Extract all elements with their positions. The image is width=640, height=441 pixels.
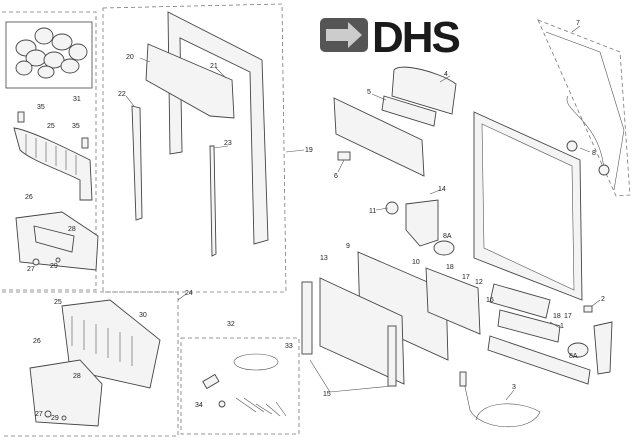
callout: 8: [592, 150, 596, 157]
callout: 13: [320, 255, 328, 262]
group-box-7: [537, 19, 631, 197]
callout: 26: [33, 338, 41, 345]
callout: 28: [73, 373, 81, 380]
fret-part: [13, 111, 93, 201]
callout: 35: [72, 123, 80, 130]
front-glass-part: [319, 277, 405, 385]
callout: 21: [210, 63, 218, 70]
callout: 33: [285, 343, 293, 350]
callout: 24: [185, 290, 193, 297]
callout: 35: [37, 104, 45, 111]
trim-part: [387, 325, 397, 387]
callout: 34: [195, 402, 203, 409]
callout: 15: [323, 391, 331, 398]
callout: 8A: [443, 233, 452, 240]
lamp-part: [433, 240, 455, 256]
switch-part: [337, 151, 351, 161]
callout: 9: [346, 243, 350, 250]
callout: 14: [438, 186, 446, 193]
fan-bracket-part: [381, 95, 437, 127]
callout: 5: [367, 89, 371, 96]
spring-part: [233, 353, 279, 371]
ashpan-part: [29, 359, 103, 427]
fan-part: [391, 66, 457, 115]
callout: 29: [51, 415, 59, 422]
callout: 32: [227, 321, 235, 328]
fret-part: [61, 299, 161, 389]
group-box-frame: [102, 3, 287, 293]
callout: 26: [25, 194, 33, 201]
dhs-logo: DHS: [320, 13, 462, 62]
callout: 29: [50, 263, 58, 270]
callout: 28: [68, 226, 76, 233]
power-cable-part: [463, 381, 541, 428]
callout: 25: [47, 123, 55, 130]
callout-labels: 31 35 25 35 26 28 27 29 20 21 22 23 19 2…: [25, 20, 605, 422]
group-box-32: [180, 337, 300, 435]
callout: 18: [446, 264, 454, 271]
callout: 17: [462, 274, 470, 281]
coals-part: [15, 27, 88, 79]
callout: 12: [475, 279, 483, 286]
svg-text:DHS: DHS: [372, 13, 460, 62]
control-panel-part: [333, 97, 425, 177]
callout: 10: [412, 259, 420, 266]
callout: 8A: [569, 353, 578, 360]
canopy-part: [145, 43, 235, 119]
callout: 11: [369, 208, 376, 215]
callout: 18: [553, 313, 561, 320]
side-rail-part: [131, 105, 143, 221]
base-tray-part: [487, 335, 591, 385]
group-box-left-top: [2, 11, 97, 291]
callout: 23: [224, 140, 232, 147]
leader-lines: [125, 25, 601, 401]
callout: 19: [305, 147, 313, 154]
callout: 30: [139, 312, 147, 319]
callout: 6: [334, 173, 338, 180]
callout: 1: [560, 323, 564, 330]
frame-part: [167, 11, 269, 245]
callout: 3: [512, 384, 516, 391]
callout: 17: [564, 313, 572, 320]
callout: 2: [601, 296, 605, 303]
callout: 16: [486, 297, 494, 304]
wiring-harness-part: [545, 31, 625, 191]
callout: 7: [576, 20, 580, 27]
panel-part: [425, 267, 481, 335]
callout: 22: [118, 91, 126, 98]
coal-box-outline: [5, 21, 93, 89]
callout: 27: [35, 411, 43, 418]
lamp-tube-part: [489, 283, 551, 319]
trim-part: [301, 281, 313, 355]
callout: 25: [54, 299, 62, 306]
callout: 4: [444, 71, 448, 78]
group-box-24: [2, 291, 179, 437]
side-rail-part: [209, 145, 217, 257]
callout: 27: [27, 266, 35, 273]
callout: 20: [126, 54, 134, 61]
callout: 31: [73, 96, 81, 103]
